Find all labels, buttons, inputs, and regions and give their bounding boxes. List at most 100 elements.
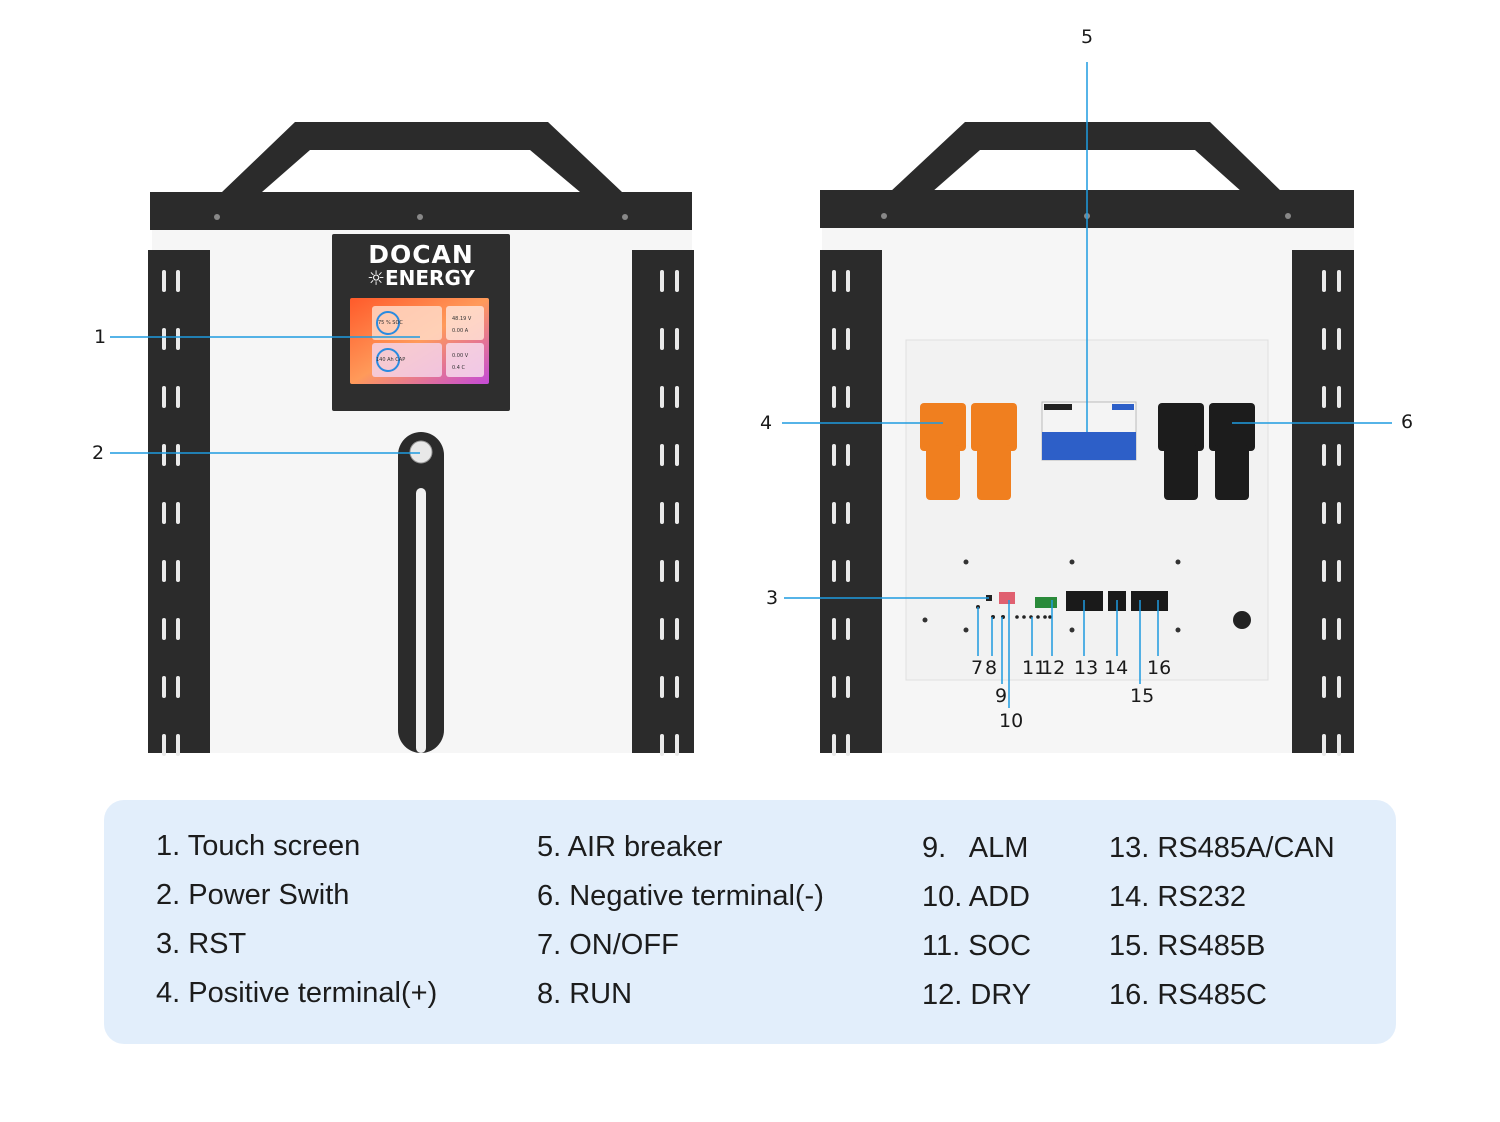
rail-slot bbox=[832, 444, 836, 466]
legend-item: 14. RS232 bbox=[1109, 881, 1247, 913]
rail-slot bbox=[1337, 502, 1341, 524]
legend-item: 12. DRY bbox=[922, 979, 1032, 1011]
back-handle bbox=[890, 122, 1282, 192]
screen-total-voltage: 48.19 V bbox=[452, 316, 472, 322]
rail-slot bbox=[1322, 560, 1326, 582]
rail-slot bbox=[162, 676, 166, 698]
rail-slot bbox=[176, 502, 180, 524]
legend-item: 8. RUN bbox=[537, 978, 633, 1010]
callout-5: 5 bbox=[1081, 26, 1094, 48]
rail-slot bbox=[832, 734, 836, 756]
power-switch-button[interactable] bbox=[409, 440, 433, 464]
callout-16: 16 bbox=[1147, 657, 1172, 679]
rail-slot bbox=[675, 618, 679, 640]
front-top-bar bbox=[150, 192, 692, 230]
callout-4: 4 bbox=[760, 412, 773, 434]
callout-lines bbox=[110, 62, 1392, 708]
legend-item: 10. ADD bbox=[922, 881, 1030, 913]
rail-slot bbox=[1337, 444, 1341, 466]
legend-item: 13. RS485A/CAN bbox=[1109, 832, 1335, 864]
callout-7: 7 bbox=[971, 657, 984, 679]
screen-total-current: 0.00 A bbox=[452, 328, 469, 334]
rail-slot bbox=[832, 560, 836, 582]
rail-slot bbox=[660, 328, 664, 350]
rail-slot bbox=[176, 734, 180, 756]
rail-slot bbox=[675, 386, 679, 408]
screen-soc-gauge: 75 % SOC bbox=[378, 320, 403, 326]
callout-15: 15 bbox=[1130, 685, 1155, 707]
callout-8: 8 bbox=[985, 657, 998, 679]
rail-slot bbox=[162, 444, 166, 466]
rail-slot bbox=[846, 386, 850, 408]
rail-slot bbox=[660, 676, 664, 698]
callout-9: 9 bbox=[995, 685, 1008, 707]
rail-slot bbox=[846, 734, 850, 756]
rail-slot bbox=[1322, 444, 1326, 466]
callout-12: 12 bbox=[1041, 657, 1066, 679]
rail-slot bbox=[832, 618, 836, 640]
screen-temp: 0.4 C bbox=[452, 365, 466, 371]
rail-slot bbox=[162, 734, 166, 756]
screen-cell-voltage: 0.00 V bbox=[452, 353, 469, 359]
rail-slot bbox=[660, 734, 664, 756]
legend-item: 6. Negative terminal(-) bbox=[537, 880, 824, 912]
back-left-rail bbox=[820, 250, 882, 753]
rail-slot bbox=[675, 444, 679, 466]
rail-slot bbox=[846, 676, 850, 698]
rail-slot bbox=[162, 386, 166, 408]
rail-slot bbox=[660, 386, 664, 408]
rail-slot bbox=[675, 270, 679, 292]
rail-slot bbox=[176, 560, 180, 582]
rail-slot bbox=[1322, 734, 1326, 756]
rs485bc-port[interactable] bbox=[1131, 591, 1168, 611]
rail-slot bbox=[846, 270, 850, 292]
rail-slot bbox=[1337, 270, 1341, 292]
negative-terminals[interactable] bbox=[1158, 403, 1255, 500]
rail-slot bbox=[162, 328, 166, 350]
callout-2: 2 bbox=[92, 442, 105, 464]
rail-slot bbox=[1322, 618, 1326, 640]
rail-slot bbox=[1322, 502, 1326, 524]
rail-slot bbox=[176, 676, 180, 698]
front-handle bbox=[222, 122, 622, 192]
callout-6: 6 bbox=[1401, 411, 1414, 433]
brand-logo-line1: DOCAN bbox=[368, 240, 474, 269]
brand-logo-line2: ☼ENERGY bbox=[367, 266, 475, 290]
rail-slot bbox=[675, 676, 679, 698]
rail-slot bbox=[162, 560, 166, 582]
rail-slot bbox=[660, 618, 664, 640]
rail-slot bbox=[832, 676, 836, 698]
callout-10: 10 bbox=[999, 710, 1024, 732]
rail-slot bbox=[660, 560, 664, 582]
rail-slot bbox=[832, 502, 836, 524]
rail-slot bbox=[176, 328, 180, 350]
rail-slot bbox=[846, 444, 850, 466]
rail-slot bbox=[675, 734, 679, 756]
rail-slot bbox=[846, 618, 850, 640]
callout-3: 3 bbox=[766, 587, 779, 609]
rail-slot bbox=[1337, 618, 1341, 640]
legend-item: 9. ALM bbox=[922, 832, 1029, 864]
rail-slot bbox=[832, 328, 836, 350]
rail-slot bbox=[162, 502, 166, 524]
rail-slot bbox=[832, 270, 836, 292]
rail-slot bbox=[162, 618, 166, 640]
rail-slot bbox=[846, 502, 850, 524]
rail-slot bbox=[846, 328, 850, 350]
add-dip-switch[interactable] bbox=[999, 592, 1015, 604]
legend-item: 2. Power Swith bbox=[156, 879, 350, 911]
rail-slot bbox=[660, 270, 664, 292]
rail-slot bbox=[1322, 386, 1326, 408]
legend-item: 15. RS485B bbox=[1109, 930, 1266, 962]
positive-terminals[interactable] bbox=[920, 403, 1017, 500]
rail-slot bbox=[1337, 734, 1341, 756]
air-breaker[interactable] bbox=[1041, 401, 1137, 461]
legend-item: 16. RS485C bbox=[1109, 979, 1267, 1011]
legend-item: 5. AIR breaker bbox=[537, 831, 723, 863]
rail-slot bbox=[1337, 676, 1341, 698]
product-illustration bbox=[110, 62, 1392, 756]
legend-item: 7. ON/OFF bbox=[537, 929, 679, 961]
dry-contact-connector[interactable] bbox=[1035, 597, 1057, 608]
rail-slot bbox=[1322, 328, 1326, 350]
rail-slot bbox=[675, 328, 679, 350]
